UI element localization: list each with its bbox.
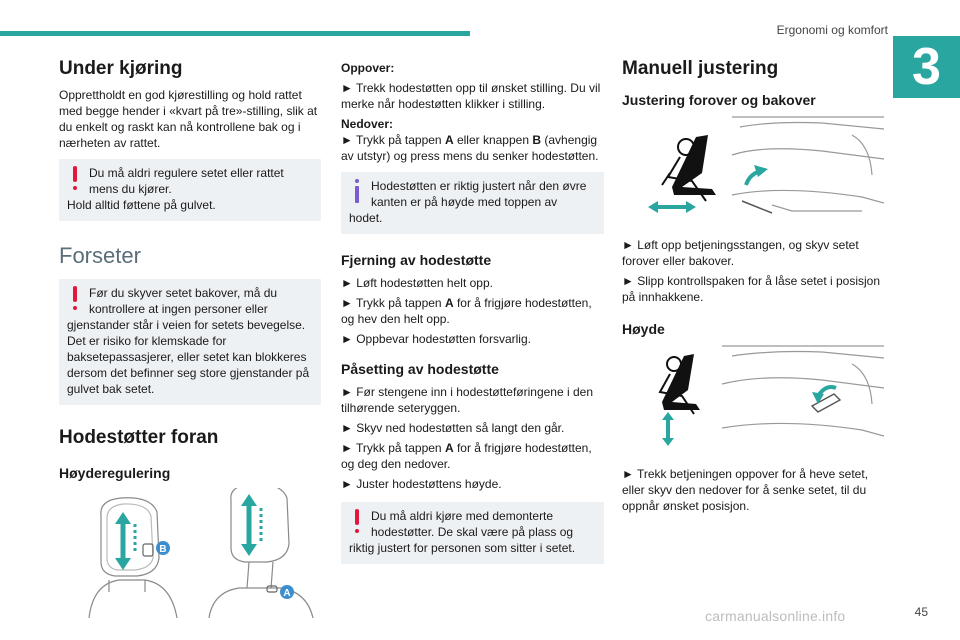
headrest-illustration: B A (88, 483, 314, 619)
info-icon (353, 179, 361, 205)
heading-remove-headrest: Fjerning av hodestøtte (341, 252, 492, 268)
watermark: carmanualsonline.info (705, 608, 846, 624)
headrest-figure: B A (59, 483, 321, 619)
seat-slide-illustration (648, 116, 885, 214)
refit-step-4: ► Juster hodestøttens høyde. (341, 477, 502, 491)
label-b: B (159, 544, 166, 555)
fwd-step-2: ► Slipp kontrollspaken for å låse setet … (622, 274, 881, 304)
label-a: A (283, 588, 290, 599)
page-number: 45 (914, 605, 928, 619)
column-1: Under kjøring Opprettholdt en god kjøres… (59, 54, 321, 619)
header-accent-bar (0, 31, 470, 36)
warning-icon (353, 509, 361, 535)
info-text: Hodestøtten er riktig justert når den øv… (371, 179, 587, 209)
warning-text: Før du skyver setet bakover, må du kontr… (89, 286, 278, 316)
info-text: hodet. (349, 211, 383, 225)
warning-text: Du må aldri kjøre med demonterte hodestø… (371, 509, 574, 539)
column-3: Manuell justering Justering forover og b… (622, 54, 885, 518)
warning-icon (71, 166, 79, 192)
remove-step-2: ► Trykk på tappen A for å frigjøre hodes… (341, 296, 592, 326)
heading-front-headrests: Hodestøtter foran (59, 427, 219, 448)
remove-step-1: ► Løft hodestøtten helt opp. (341, 276, 493, 290)
warning-text: Hold alltid føttene på gulvet. (67, 198, 216, 212)
chapter-number: 3 (893, 36, 960, 98)
warning-text: gjenstander står i veien for setets beve… (67, 318, 310, 396)
warning-note: Før du skyver setet bakover, må du kontr… (59, 279, 321, 405)
heading-height-adjustment: Høyderegulering (59, 465, 171, 481)
seat-fwd-back-figure (622, 115, 885, 227)
heading-refit-headrest: Påsetting av hodestøtte (341, 361, 499, 377)
fwd-step-1: ► Løft opp betjeningsstangen, og skyv se… (622, 238, 859, 268)
text-downward: ► Trykk på tappen A eller knappen B (avh… (341, 133, 599, 163)
refit-step-1: ► Før stengene inn i hodestøtteføringene… (341, 385, 594, 415)
refit-step-3: ► Trykk på tappen A for å frigjøre hodes… (341, 441, 592, 471)
section-title: Ergonomi og komfort (776, 23, 888, 37)
text-upward: ► Trekk hodestøtten opp til ønsket still… (341, 81, 601, 111)
warning-note: Du må aldri regulere setet eller rattet … (59, 159, 321, 221)
warning-text: riktig justert for personen som sitter i… (349, 541, 576, 555)
column-2: Oppover: ► Trekk hodestøtten opp til øns… (341, 54, 604, 570)
heading-fwd-back: Justering forover og bakover (622, 92, 816, 108)
info-note: Hodestøtten er riktig justert når den øv… (341, 172, 604, 234)
warning-note: Du må aldri kjøre med demonterte hodestø… (341, 502, 604, 564)
heading-front-seats: Forseter (59, 243, 141, 268)
heading-height: Høyde (622, 321, 665, 337)
height-step-1: ► Trekk betjeningen oppover for å heve s… (622, 467, 869, 513)
heading-manual-adjustment: Manuell justering (622, 58, 779, 79)
warning-icon (71, 286, 79, 312)
heading-under-driving: Under kjøring (59, 58, 183, 79)
warning-text: Du må aldri regulere setet eller rattet … (89, 166, 284, 196)
label-downward: Nedover: (341, 117, 394, 131)
seat-height-illustration (658, 345, 885, 446)
label-upward: Oppover: (341, 61, 395, 75)
remove-step-3: ► Oppbevar hodestøtten forsvarlig. (341, 332, 531, 346)
seat-height-figure (622, 344, 885, 456)
refit-step-2: ► Skyv ned hodestøtten så langt den går. (341, 421, 565, 435)
paragraph-driving: Opprettholdt en god kjørestilling og hol… (59, 88, 318, 150)
